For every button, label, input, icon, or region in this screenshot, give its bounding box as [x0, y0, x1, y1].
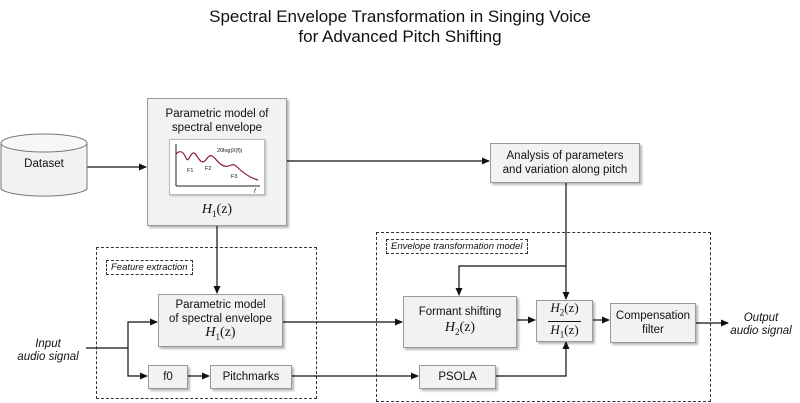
feature-model-box: Parametric model of spectral envelope H1…	[158, 294, 283, 347]
psola-label: PSOLA	[438, 371, 477, 383]
feature-model-line1: Parametric model	[175, 298, 266, 311]
f0-label: f0	[163, 371, 173, 383]
dataset-cylinder-icon	[0, 133, 88, 197]
output-signal-label: Output audio signal	[730, 312, 792, 337]
feature-extraction-region	[96, 247, 317, 399]
plot-f1-label: F1	[187, 168, 194, 174]
compensation-line1: Compensation	[615, 310, 691, 322]
pitchmarks-box: Pitchmarks	[210, 365, 292, 389]
dataset-label: Dataset	[24, 158, 64, 170]
input-signal-label: Input audio signal	[17, 338, 79, 363]
psola-box: PSOLA	[419, 365, 496, 389]
envelope-transformation-label: Envelope transformation model	[386, 239, 528, 254]
envelope-transformation-region	[376, 232, 711, 402]
h1-formula-bottom: H1(z)	[205, 324, 236, 342]
plot-annotation: 20log|X(f)|	[217, 148, 243, 154]
parametric-model-box: Parametric model of spectral envelope 20…	[147, 98, 287, 226]
analysis-box: Analysis of parameters and variation alo…	[490, 143, 640, 183]
arrow-input-to-f0	[127, 348, 148, 380]
spectral-envelope-plot: 20log|X(f)| F1 F2 F3 f	[169, 139, 265, 195]
ratio-box: H2(z) H1(z)	[536, 300, 593, 342]
plot-f3-label: F3	[231, 174, 238, 180]
analysis-line1: Analysis of parameters	[506, 150, 624, 162]
f0-box: f0	[148, 365, 188, 389]
diagram-title-line1: Spectral Envelope Transformation in Sing…	[209, 7, 591, 26]
arrow-input-to-feature-model	[127, 318, 158, 348]
formant-shifting-label: Formant shifting	[418, 306, 502, 319]
parametric-model-title-line2: spectral envelope	[171, 122, 263, 134]
feature-extraction-label: Feature extraction	[106, 260, 193, 275]
parametric-model-title-line1: Parametric model of	[165, 108, 269, 120]
formant-shifting-box: Formant shifting H2(z)	[403, 296, 517, 348]
compensation-line2: filter	[642, 324, 664, 336]
arrow-psola-to-ratio	[496, 341, 570, 377]
h2-formula: H2(z)	[444, 320, 476, 337]
analysis-line2: and variation along pitch	[502, 164, 628, 176]
plot-axis-label: f	[254, 189, 256, 195]
compensation-filter-box: Compensation filter	[610, 303, 696, 343]
pitchmarks-label: Pitchmarks	[222, 371, 280, 383]
arrow-analysis-to-formant	[455, 265, 566, 296]
plot-f2-label: F2	[205, 166, 212, 172]
ratio-formula: H2(z) H1(z)	[548, 299, 581, 340]
feature-model-line2: of spectral envelope	[169, 312, 272, 325]
h1-formula-top: H1(z)	[201, 202, 233, 219]
diagram-title-line2: for Advanced Pitch Shifting	[298, 27, 502, 46]
